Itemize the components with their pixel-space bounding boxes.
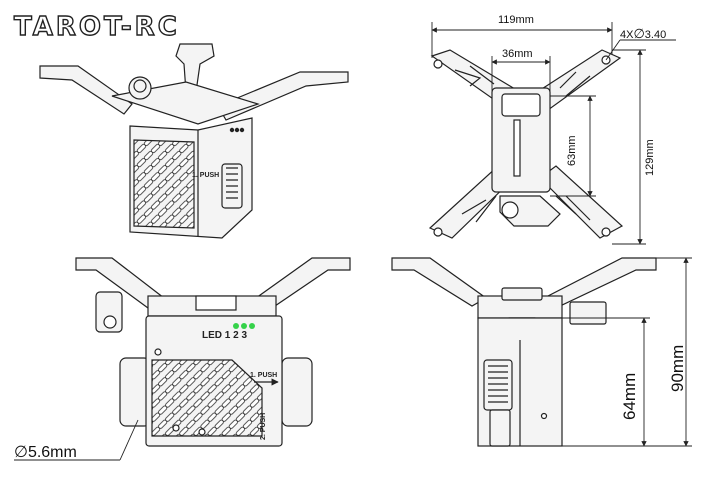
front-view (75, 257, 351, 447)
led-2-indicator (241, 323, 247, 329)
led-1-indicator (233, 323, 239, 329)
dim-height-129: 129mm (644, 139, 656, 176)
dim-diameter-front: ∅5.6mm (14, 442, 77, 462)
side-view (391, 257, 657, 447)
front-diameter-value: 5.6mm (27, 444, 77, 461)
top-view (428, 49, 624, 239)
isometric-view (39, 43, 349, 239)
push-label-1: 1. PUSH (250, 372, 278, 379)
dim-height-64: 64mm (620, 372, 639, 420)
holes-count: 4X (620, 29, 634, 41)
diameter-symbol: ∅ (633, 26, 645, 41)
dim-width-119: 119mm (498, 14, 534, 26)
led-3-indicator (249, 323, 255, 329)
dimension-lines (14, 22, 692, 461)
push-label-2: 2. PUSH (260, 412, 267, 440)
holes-diameter: 3.40 (644, 29, 667, 41)
dim-inner-height-63: 63mm (566, 135, 578, 166)
dim-height-90: 90mm (668, 344, 687, 392)
dim-holes: 4X∅3.40 (620, 26, 666, 42)
dim-inner-width-36: 36mm (502, 48, 533, 60)
led-label: LED 1 2 3 (202, 330, 248, 341)
push-label-iso: 1. PUSH (192, 172, 220, 179)
brand-logo: TAROT-RC (13, 11, 180, 42)
diameter-symbol-front: ∅ (14, 444, 28, 461)
